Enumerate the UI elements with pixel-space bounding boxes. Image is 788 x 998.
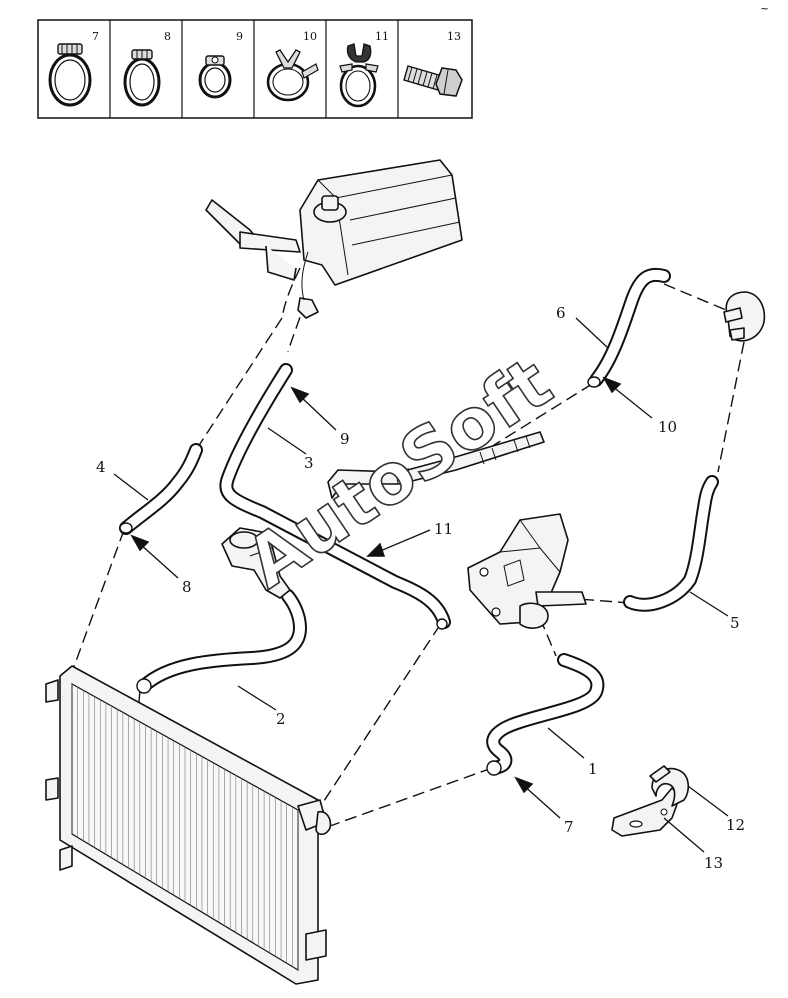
heater-pipe xyxy=(327,431,545,499)
callout-5: 5 xyxy=(730,614,740,632)
arrow-11 xyxy=(366,529,431,557)
callout-7: 7 xyxy=(564,818,574,836)
callout-13: 13 xyxy=(704,854,723,872)
hose-1 xyxy=(486,653,605,776)
hose-clamp-icon xyxy=(48,43,92,107)
hose-clamp-icon xyxy=(123,49,161,107)
arrow-7 xyxy=(514,776,561,819)
callout-1: 1 xyxy=(588,760,598,778)
callout-4: 4 xyxy=(96,458,106,476)
callout-11: 11 xyxy=(434,520,453,538)
hose-3 xyxy=(219,363,451,630)
spring-clamp-icon xyxy=(339,43,379,108)
legend-cell-10: 10 xyxy=(266,30,319,102)
legend-cell-9: 9 xyxy=(198,30,243,99)
callout-8: 8 xyxy=(182,578,192,596)
legend-strip: 7 8 9 xyxy=(37,19,473,119)
hose-5 xyxy=(623,475,719,612)
callout-3: 3 xyxy=(304,454,314,472)
arrow-9 xyxy=(290,386,337,431)
expansion-tank xyxy=(205,159,463,319)
callout-6: 6 xyxy=(556,304,566,322)
callout-9: 9 xyxy=(340,430,350,448)
arrow-8 xyxy=(130,534,179,579)
spring-clamp-icon xyxy=(266,49,319,102)
legend-number-10: 10 xyxy=(303,30,317,43)
legend-cell-8: 8 xyxy=(123,30,171,107)
legend-number-8: 8 xyxy=(164,30,171,43)
legend-number-9: 9 xyxy=(236,30,243,43)
hose-6 xyxy=(587,267,671,388)
radiator-fins xyxy=(71,684,299,970)
legend-cell-11: 11 xyxy=(339,30,389,108)
legend-cell-13: 13 xyxy=(403,30,463,97)
callout-2: 2 xyxy=(276,710,286,728)
bolt-icon xyxy=(403,65,463,97)
callout-labels: 1 2 3 4 5 6 7 8 9 10 11 12 13 xyxy=(96,304,745,872)
callout-10: 10 xyxy=(658,418,677,436)
radiator xyxy=(45,665,332,985)
hose-2 xyxy=(136,589,307,694)
clamp-arrows xyxy=(130,376,653,819)
leader-lines xyxy=(113,317,729,853)
legend-number-11: 11 xyxy=(375,30,389,43)
thermostat-housing xyxy=(221,527,291,599)
corner-mark: ~ xyxy=(760,2,769,15)
legend-number-13: 13 xyxy=(447,30,461,43)
legend-number-7: 7 xyxy=(92,30,99,43)
legend-cell-7: 7 xyxy=(48,30,99,107)
callout-12: 12 xyxy=(726,816,745,834)
arrow-10 xyxy=(602,376,653,419)
hose-4 xyxy=(119,443,203,535)
worm-clamp-icon xyxy=(198,55,232,99)
hose-bracket xyxy=(611,765,690,837)
heater-connector xyxy=(723,291,766,342)
water-outlet-housing xyxy=(467,513,587,629)
